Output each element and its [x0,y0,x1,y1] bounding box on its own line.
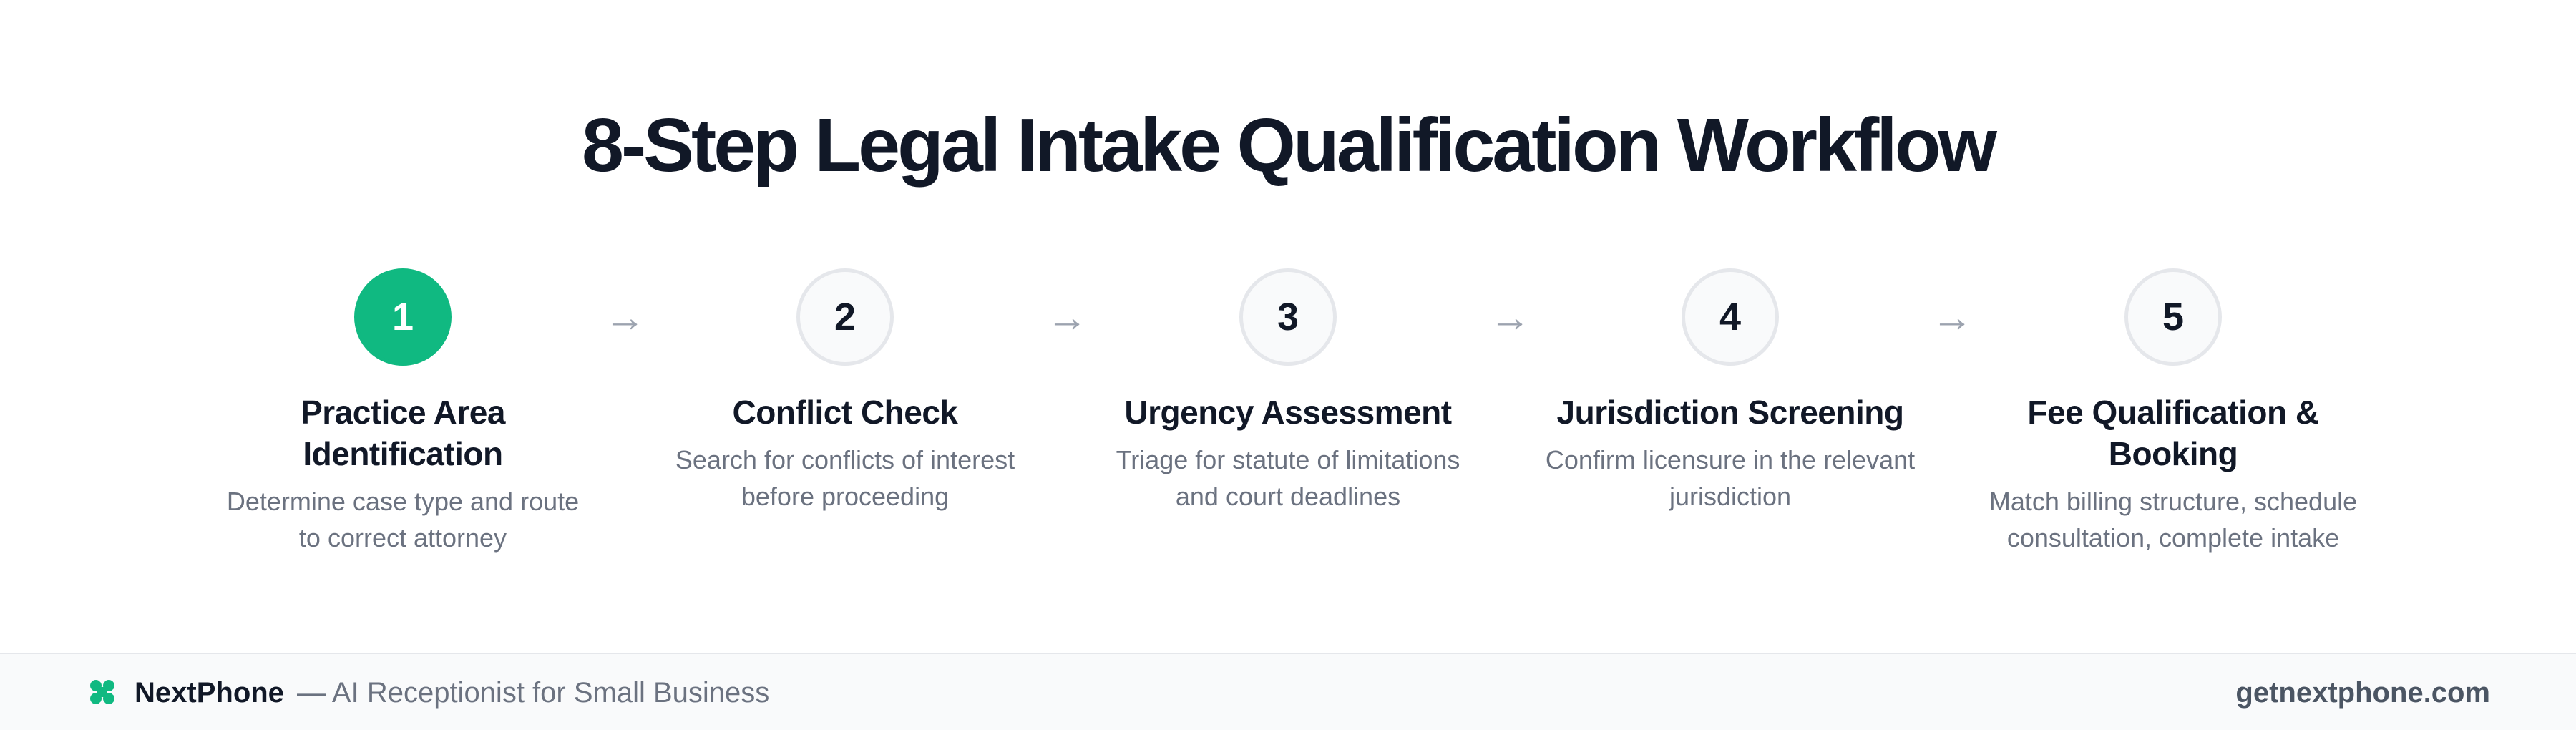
footer-tagline: — AI Receptionist for Small Business [297,677,770,709]
step-description-line: Match billing structure, schedule [1989,487,2358,516]
step-title: Conflict Check [623,391,1067,433]
step-description: Determine case type and route to correct… [181,483,625,556]
step-number-badge: 2 [796,268,894,366]
workflow-step-4: 4 Jurisdiction Screening Confirm licensu… [1508,268,1952,515]
step-title: Urgency Assessment [1066,391,1510,433]
step-title-line: Urgency Assessment [1124,394,1452,431]
step-description: Triage for statute of limitations and co… [1066,442,1510,515]
arrow-right-icon: → [1046,294,1088,341]
step-title: Fee Qualification & Booking [1951,391,2395,474]
step-description: Search for conflicts of interest before … [623,442,1067,515]
step-title-line: Jurisdiction Screening [1556,394,1904,431]
step-number-badge: 3 [1239,268,1337,366]
step-description-line: Confirm licensure in the relevant [1545,445,1916,474]
step-description-line: consultation, complete intake [2006,523,2340,553]
footer-brand-name: NextPhone [135,677,284,709]
footer-bar: NextPhone — AI Receptionist for Small Bu… [0,653,2576,730]
workflow-step-1: 1 Practice Area Identification Determine… [181,268,625,556]
step-description-line: and court deadlines [1175,482,1401,511]
footer-website-link[interactable]: getnextphone.com [2235,677,2490,709]
step-description: Confirm licensure in the relevant jurisd… [1508,442,1952,515]
step-title-line: Identification [303,435,503,472]
step-description-line: Search for conflicts of interest [675,445,1015,474]
step-number-badge: 5 [2124,268,2222,366]
step-description-line: Determine case type and route [226,487,580,516]
step-title: Jurisdiction Screening [1508,391,1952,433]
arrow-right-icon: → [604,294,645,341]
workflow-step-2: 2 Conflict Check Search for conflicts of… [623,268,1067,515]
step-title-line: Conflict Check [732,394,958,431]
step-number-badge: 1 [354,268,452,366]
page-title: 8-Step Legal Intake Qualification Workfl… [582,103,1997,188]
step-description: Match billing structure, schedule consul… [1951,483,2395,556]
nextphone-logo-icon [89,678,116,706]
step-title-line: Booking [2108,435,2238,472]
step-title: Practice Area Identification [181,391,625,474]
step-description-line: jurisdiction [1669,482,1792,511]
step-description-line: Triage for statute of limitations [1116,445,1460,474]
workflow-step-3: 3 Urgency Assessment Triage for statute … [1066,268,1510,515]
step-title-line: Practice Area [301,394,505,431]
step-title-line: Fee Qualification & [2027,394,2319,431]
step-description-line: to correct attorney [298,523,507,553]
step-description-line: before proceeding [741,482,950,511]
step-number-badge: 4 [1682,268,1779,366]
arrow-right-icon: → [1931,294,1973,341]
arrow-right-icon: → [1489,294,1531,341]
workflow-step-5: 5 Fee Qualification & Booking Match bill… [1951,268,2395,556]
